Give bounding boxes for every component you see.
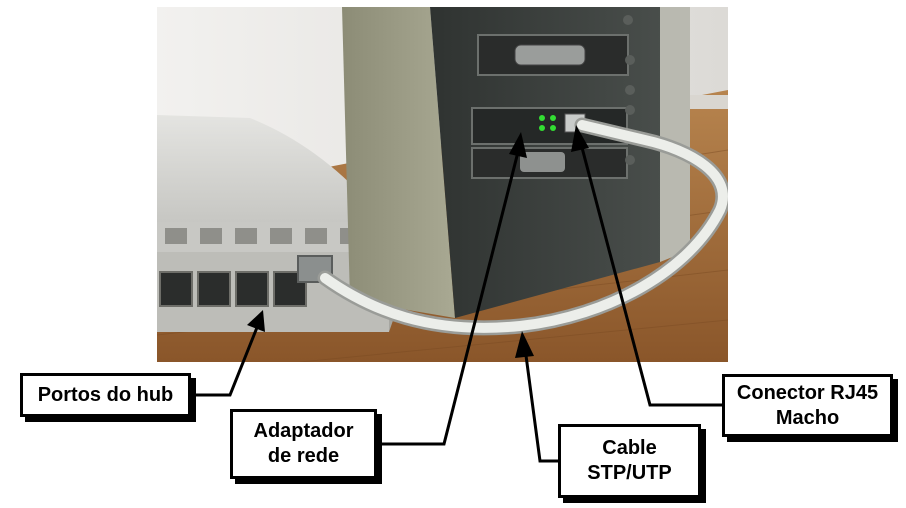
label-cable-line2: STP/UTP	[587, 462, 672, 484]
photo	[157, 7, 728, 362]
network-cable	[317, 117, 728, 336]
arrowhead-hub-ports	[247, 310, 265, 332]
arrowhead-cable	[515, 331, 534, 358]
label-rj45-line2: Macho	[775, 406, 840, 429]
baseboard	[680, 95, 728, 109]
pointer-cable	[523, 347, 558, 463]
tower-side	[342, 7, 455, 318]
tower-knobs	[623, 15, 635, 165]
tower-edge	[660, 7, 690, 262]
label-hub-ports-line1: Portos do hub	[37, 383, 174, 406]
pointer-network-adapter	[377, 147, 521, 446]
label-rj45-line1: Conector RJ45	[736, 381, 879, 404]
label-cable: Cable STP/UTP	[558, 424, 701, 498]
lower-connector	[520, 152, 565, 172]
label-cable-line1: Cable	[602, 437, 657, 459]
annotation-pointers	[191, 139, 722, 463]
arrowhead-network-adapter	[509, 132, 527, 158]
label-network-adapter: Adaptador de rede	[230, 409, 377, 479]
pointer-rj45	[578, 139, 722, 407]
label-network-adapter-line2: de rede	[267, 445, 340, 467]
hub-top	[157, 115, 390, 228]
annotation-arrowheads	[247, 125, 589, 358]
serial-connector	[514, 44, 586, 66]
label-hub-ports: Portos do hub	[20, 373, 191, 417]
hub-ports	[159, 271, 307, 307]
arrowhead-rj45	[571, 125, 589, 152]
pc-tower	[342, 7, 690, 318]
network-card-leds	[539, 115, 556, 131]
label-network-adapter-line1: Adaptador	[253, 420, 354, 442]
label-rj45: Conector RJ45 Macho	[722, 374, 893, 437]
pointer-hub-ports	[191, 324, 260, 397]
